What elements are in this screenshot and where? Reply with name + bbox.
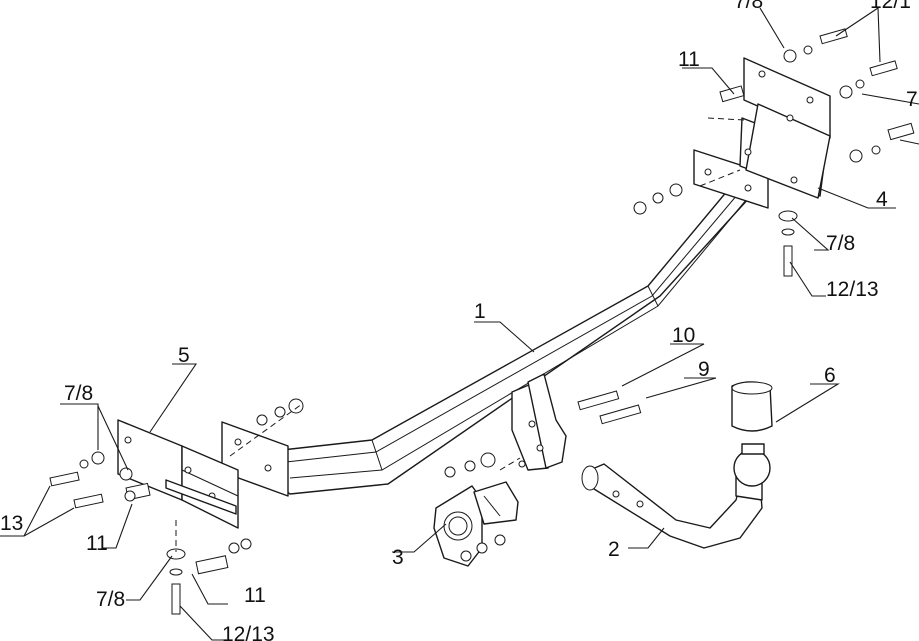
label-washer-78-top: 7/8 xyxy=(734,0,763,13)
label-part-4: 4 xyxy=(876,188,888,211)
label-bolt-1213-top: 12/1 xyxy=(870,0,911,13)
label-washer-7-right: 7 xyxy=(906,88,918,111)
label-washer-78-bottom: 7/8 xyxy=(96,588,125,611)
assembly-lines xyxy=(175,117,745,552)
tow-ball-part xyxy=(731,381,773,487)
fastener-hardware xyxy=(49,28,915,615)
label-part-6: 6 xyxy=(824,364,836,387)
label-bolt-1213-bottom: 12/13 xyxy=(222,623,275,641)
label-part-3: 3 xyxy=(392,546,404,569)
label-part-1: 1 xyxy=(474,300,486,323)
label-bolt-11-right: 11 xyxy=(678,48,700,71)
left-bracket-part xyxy=(117,419,239,529)
label-washer-78-right: 7/8 xyxy=(826,232,855,255)
label-part-5: 5 xyxy=(178,344,190,367)
label-bolt-11-left: 11 xyxy=(86,532,108,555)
label-bolt-1213-right: 12/13 xyxy=(826,278,879,301)
label-part-10: 10 xyxy=(672,324,695,347)
label-part-9: 9 xyxy=(698,358,710,381)
right-bracket-part xyxy=(739,57,831,199)
label-bolt-11-bottom: 11 xyxy=(244,584,266,607)
crossbar-part xyxy=(221,149,769,497)
towing-arm-part xyxy=(581,463,763,549)
leader-lines xyxy=(0,7,919,641)
socket-plate-part xyxy=(433,481,519,567)
label-bolt-13-left: 13 xyxy=(0,512,23,535)
label-washer-78-left: 7/8 xyxy=(64,382,93,405)
label-part-2: 2 xyxy=(608,538,620,561)
